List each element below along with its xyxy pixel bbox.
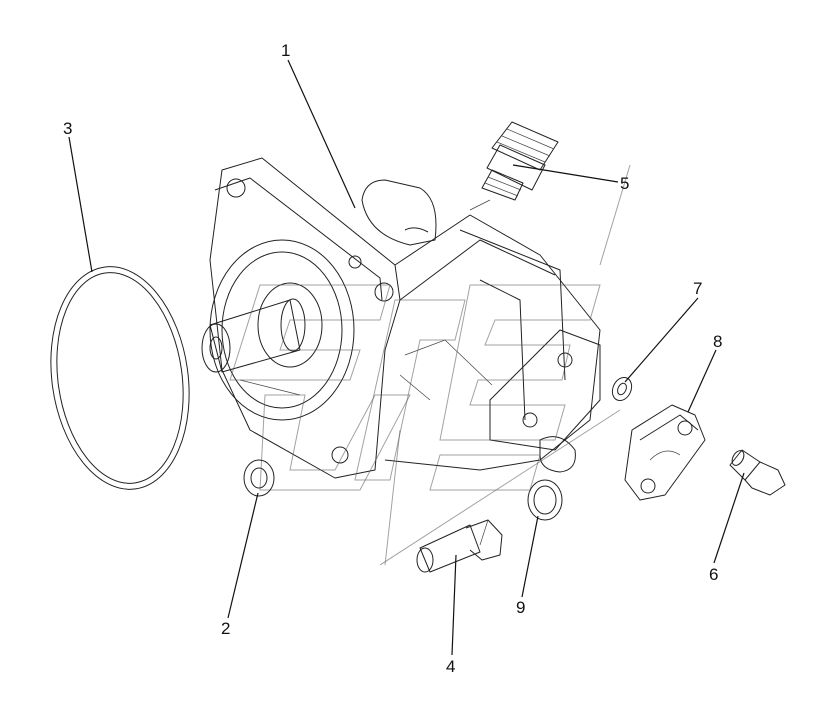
callout-5: 5 xyxy=(620,174,629,193)
leader-lines xyxy=(68,59,745,656)
callout-3: 3 xyxy=(63,119,72,138)
bolt-part-6 xyxy=(729,449,786,496)
callout-7: 7 xyxy=(693,279,702,298)
bolt-part-4 xyxy=(416,519,503,573)
callout-4: 4 xyxy=(446,657,455,676)
callout-2: 2 xyxy=(221,619,230,638)
fitting-part xyxy=(469,121,559,211)
callout-numbers: 1 2 3 4 5 6 7 8 9 xyxy=(63,41,722,676)
callout-6: 6 xyxy=(709,565,718,584)
clamp-part xyxy=(624,404,706,501)
pump-housing-part xyxy=(201,157,601,479)
seal-ring-part-9 xyxy=(527,479,563,521)
callout-8: 8 xyxy=(713,332,722,351)
watermark-logo xyxy=(229,164,631,566)
o-ring-part xyxy=(50,266,190,490)
callout-1: 1 xyxy=(281,41,290,60)
small-washer-part xyxy=(611,376,633,402)
callout-9: 9 xyxy=(516,598,525,617)
washer-part-2 xyxy=(243,459,275,497)
